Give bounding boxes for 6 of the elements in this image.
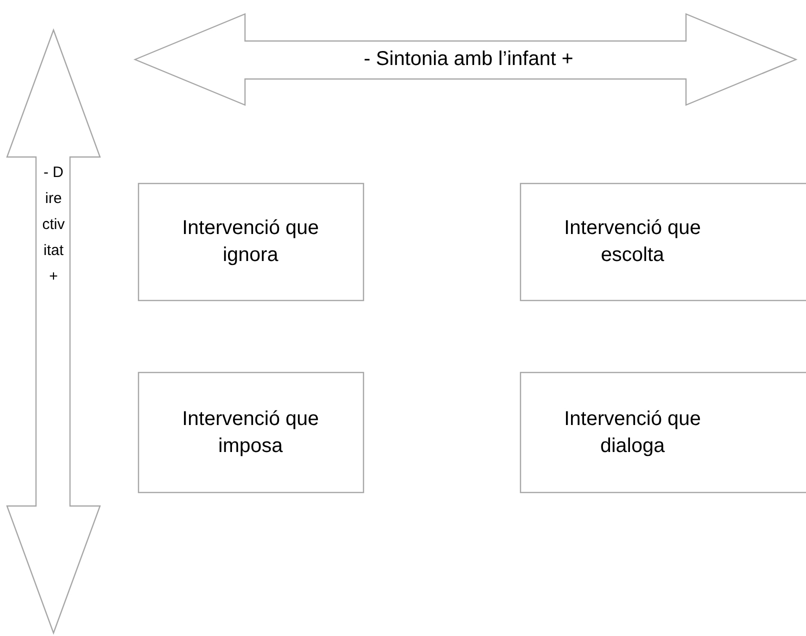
node-label: - Directivitat + bbox=[42, 163, 65, 287]
node-label: Intervenció que imposa bbox=[181, 406, 320, 458]
node-label: Intervenció que escolta bbox=[563, 216, 702, 268]
node-label: - Sintonia amb l’infant + bbox=[362, 47, 574, 72]
node-label: Intervenció que ignora bbox=[181, 216, 320, 268]
node-label: Intervenció que dialoga bbox=[563, 406, 702, 458]
